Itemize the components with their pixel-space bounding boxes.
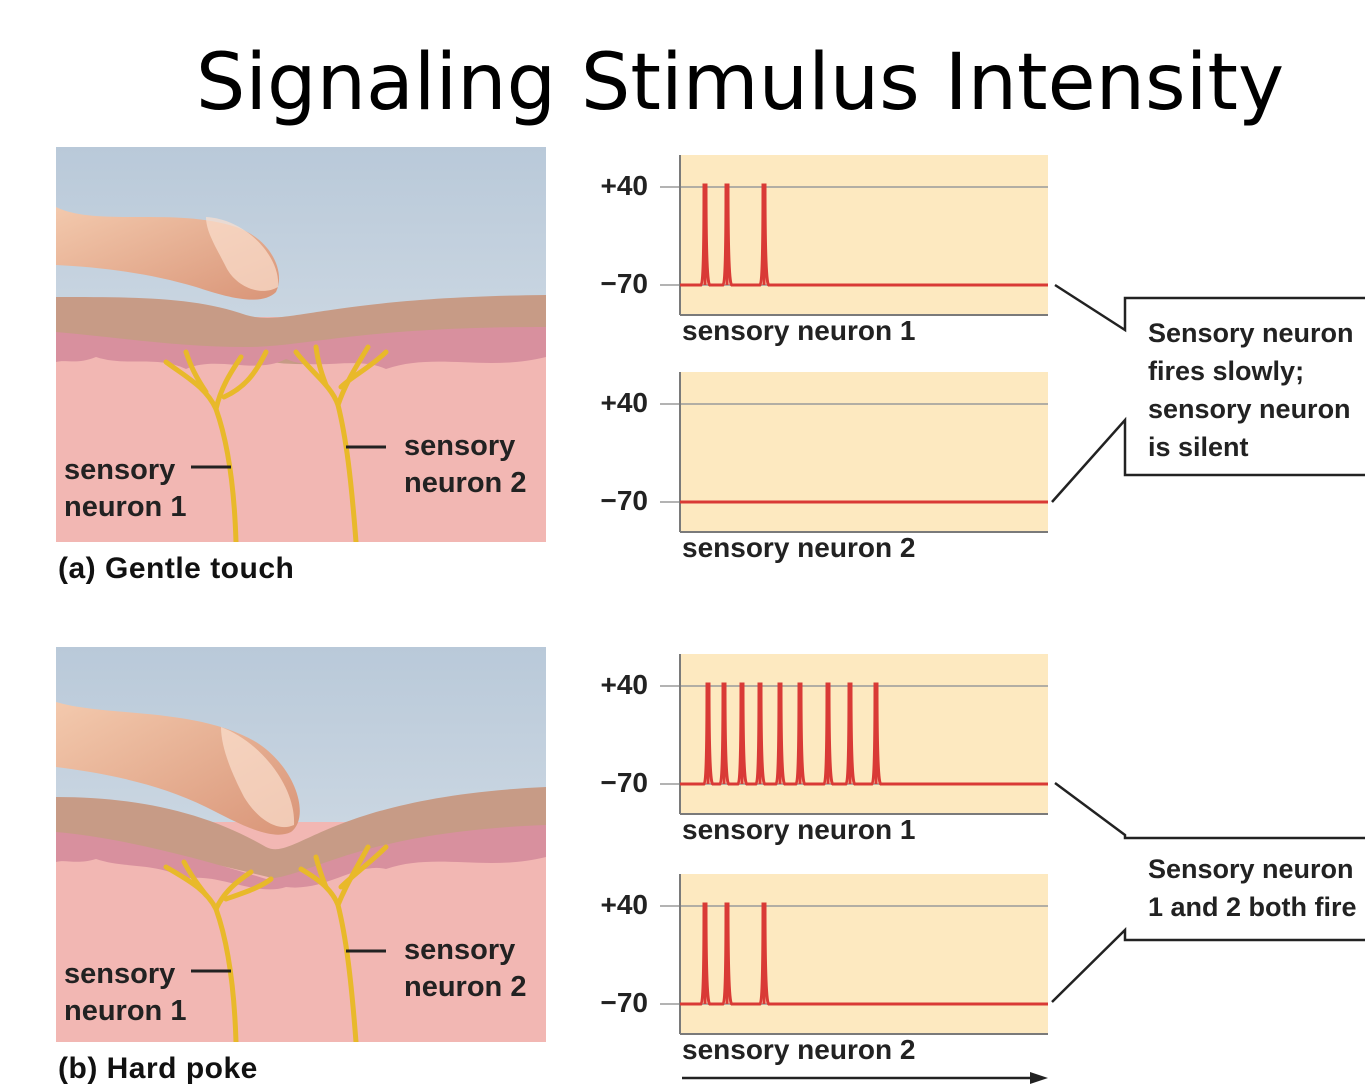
tick-label-minus70: −70 bbox=[586, 987, 648, 1019]
trace-name: sensory neuron 1 bbox=[682, 814, 915, 846]
trace-panel: +40 −70 bbox=[586, 654, 1056, 829]
panel-b-caption: (b) Hard poke bbox=[58, 1052, 258, 1086]
trace-panel: +40 −70 bbox=[586, 155, 1056, 330]
tick-label-minus70: −70 bbox=[586, 485, 648, 517]
trace-panel: +40 −70 bbox=[586, 874, 1056, 1049]
trace-name: sensory neuron 1 bbox=[682, 315, 915, 347]
trace-name: sensory neuron 2 bbox=[682, 1034, 915, 1066]
callout-gentle-touch: Sensory neuron fires slowly; sensory neu… bbox=[1148, 314, 1354, 466]
trace-background bbox=[680, 372, 1048, 532]
trace-background bbox=[680, 874, 1048, 1034]
trace-panel: +40 −70 bbox=[586, 372, 1056, 547]
tick-label-plus40: +40 bbox=[586, 889, 648, 921]
trace-background bbox=[680, 654, 1048, 814]
tick-label-minus70: −70 bbox=[586, 268, 648, 300]
tick-label-minus70: −70 bbox=[586, 767, 648, 799]
trace-name: sensory neuron 2 bbox=[682, 532, 915, 564]
tick-label-plus40: +40 bbox=[586, 170, 648, 202]
tick-label-plus40: +40 bbox=[586, 669, 648, 701]
tick-label-plus40: +40 bbox=[586, 387, 648, 419]
trace-background bbox=[680, 155, 1048, 315]
callout-hard-poke: Sensory neuron 1 and 2 both fire bbox=[1148, 850, 1357, 926]
panel-a-caption: (a) Gentle touch bbox=[58, 552, 294, 586]
slide-title: Signaling Stimulus Intensity bbox=[0, 38, 1365, 128]
